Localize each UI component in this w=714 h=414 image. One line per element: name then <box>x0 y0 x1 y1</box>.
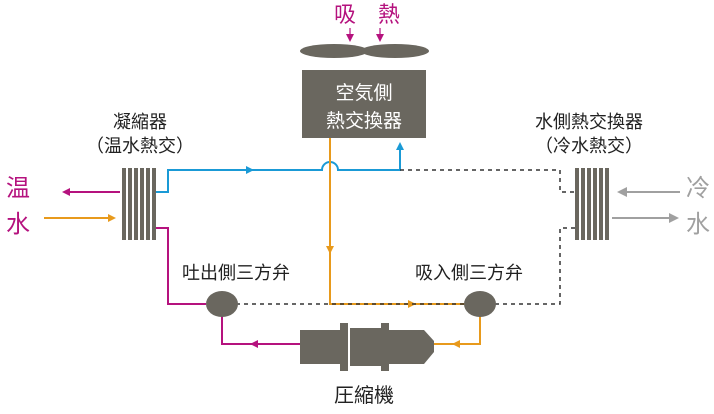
air-hx-label-line2: 熱交換器 <box>326 110 402 132</box>
water-hx-label-line2: （冷水熱交） <box>535 136 643 157</box>
orange-line-suction-to-compressor <box>434 316 481 345</box>
blue-line-condenser-outlet <box>156 150 401 193</box>
discharge-three-way-valve <box>206 291 238 317</box>
compressor <box>300 323 434 371</box>
fan-blade-right <box>361 44 429 58</box>
magenta-line-compressor-to-discharge <box>221 316 300 345</box>
dashed-line-airhx-to-water-hx <box>400 169 575 193</box>
cold-water-char-2: 水 <box>686 210 710 238</box>
fan-blade-left <box>300 44 368 58</box>
absorb-heat-char-2: 熱 <box>378 3 400 28</box>
condenser-label-line1: 凝縮器 <box>113 112 167 133</box>
condenser-label-line2: （温水熱交） <box>86 136 194 157</box>
suction-three-way-valve <box>464 291 496 317</box>
absorb-heat-char-1: 吸 <box>334 3 356 28</box>
dashed-line-water-hx-to-suction <box>494 227 575 305</box>
water-side-heat-exchanger-coil <box>575 168 609 240</box>
magenta-line-discharge-to-condenser <box>156 227 206 305</box>
water-hx-label-line1: 水側熱交換器 <box>535 112 643 133</box>
warm-water-char-2: 水 <box>6 210 30 238</box>
suction-valve-label: 吸入側三方弁 <box>415 263 523 284</box>
discharge-valve-label: 吐出側三方弁 <box>182 263 290 284</box>
air-side-heat-exchanger <box>302 70 426 138</box>
cold-water-char-1: 冷 <box>686 174 710 202</box>
air-hx-label-line1: 空気側 <box>335 82 392 104</box>
warm-water-char-1: 温 <box>6 174 30 202</box>
compressor-label: 圧縮機 <box>334 383 394 407</box>
condenser-coil <box>122 168 156 240</box>
